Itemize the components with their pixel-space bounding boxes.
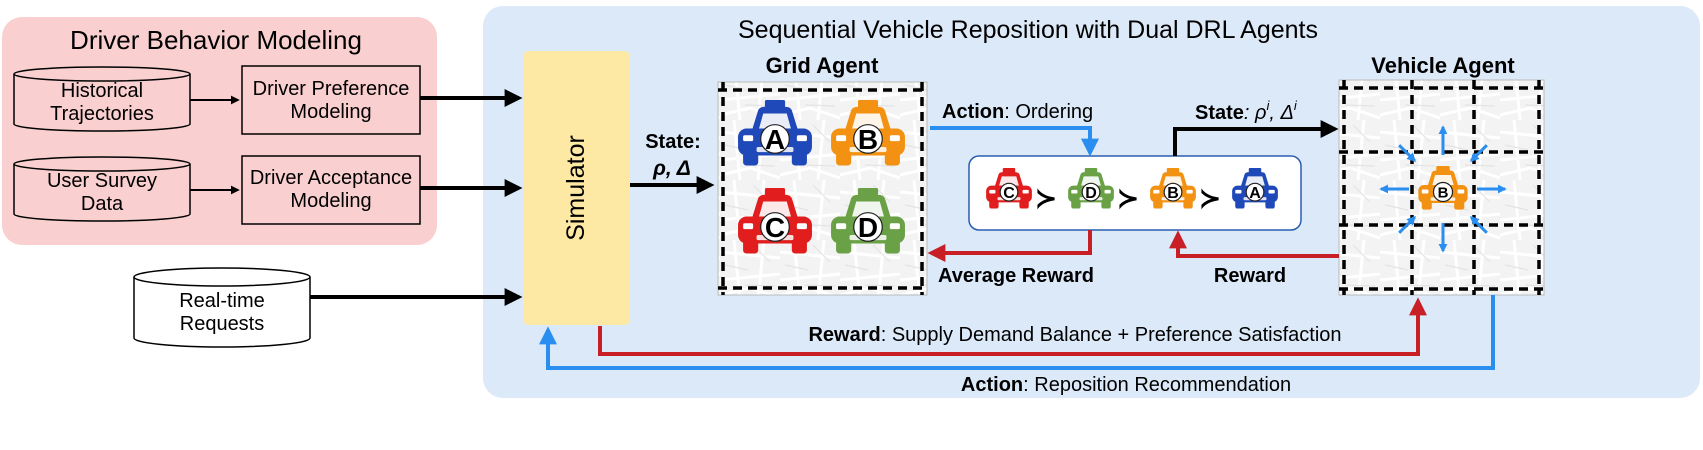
grid-car-b: B [831, 100, 905, 166]
ordering-car-a-letter: A [1249, 185, 1261, 202]
grid-car-a: A [738, 100, 812, 166]
state-left-label: State: [645, 131, 701, 153]
grid-agent-map [717, 81, 928, 296]
arrow-average-reward [927, 230, 1092, 262]
grid-car-a-letter: A [765, 124, 785, 155]
grid-car-b-letter: B [858, 124, 878, 155]
simulator-box [523, 51, 630, 325]
left-panel-title: Driver Behavior Modeling [70, 25, 362, 55]
direction-arrow [1470, 144, 1488, 162]
svg-text:Real-time: Real-time [179, 290, 265, 312]
grid-car-c: C [738, 188, 812, 254]
precedence-symbol: ≻ [1035, 183, 1057, 213]
direction-arrow [1398, 216, 1416, 234]
svg-text:Historical: Historical [61, 80, 143, 102]
svg-text:Modeling: Modeling [290, 190, 371, 212]
historical-trajectories-db: Historical Trajectories [13, 66, 191, 132]
ordering-car-d: D [1068, 168, 1114, 209]
svg-text:Trajectories: Trajectories [50, 103, 154, 125]
precedence-symbol: ≻ [1117, 183, 1139, 213]
driver-acceptance-box: Driver Acceptance Modeling [241, 155, 421, 225]
ordering-sequence: C ≻ D ≻ B ≻ A [986, 168, 1278, 213]
vehicle-direction-arrows [1379, 125, 1507, 253]
svg-text:Driver Preference: Driver Preference [253, 78, 410, 100]
arrow-action-bottom [539, 295, 1495, 370]
vehicle-agent-title: Vehicle Agent [1371, 53, 1515, 78]
arrow-action-ordering [930, 126, 1099, 157]
driver-preference-box: Driver Preference Modeling [241, 65, 421, 135]
user-survey-db: User Survey Data [13, 156, 191, 222]
right-panel-title: Sequential Vehicle Reposition with Dual … [738, 16, 1318, 44]
grid-agent-cars: A B C D [738, 100, 905, 254]
grid-car-c-letter: C [765, 212, 785, 243]
state-left-vars: ρ, Δ [652, 157, 691, 180]
realtime-requests-db: Real-time Requests [133, 267, 311, 348]
ordering-car-b: B [1150, 168, 1196, 209]
svg-text:User Survey: User Survey [47, 170, 157, 192]
arrow-reward-bottom [598, 297, 1427, 356]
arrow-reward [1169, 230, 1339, 258]
reward-label: Reward [1214, 265, 1286, 287]
grid-car-d: D [831, 188, 905, 254]
direction-arrow [1398, 144, 1416, 162]
ordering-car-c: C [986, 168, 1032, 209]
precedence-symbol: ≻ [1199, 183, 1221, 213]
svg-text:Modeling: Modeling [290, 101, 371, 123]
action-bottom-label: Action: Reposition Recommendation [961, 374, 1291, 396]
svg-text:Data: Data [81, 193, 124, 215]
grid-car-d-letter: D [858, 212, 878, 243]
vehicle-car-b: B [1418, 166, 1468, 210]
grid-agent-title: Grid Agent [766, 53, 880, 78]
arrow-state-to-vehicle [1173, 120, 1339, 156]
action-ordering-label: Action: Ordering [942, 101, 1093, 123]
state-right-label: State: ρi, Δi [1195, 98, 1298, 124]
simulator-label: Simulator [562, 135, 590, 241]
direction-arrow [1470, 216, 1488, 234]
svg-text:Requests: Requests [180, 313, 265, 335]
svg-text:Driver Acceptance: Driver Acceptance [250, 167, 412, 189]
average-reward-label: Average Reward [938, 265, 1094, 287]
reward-bottom-label: Reward: Supply Demand Balance + Preferen… [808, 324, 1341, 346]
ordering-car-b-letter: B [1167, 185, 1179, 202]
ordering-car-d-letter: D [1085, 185, 1097, 202]
ordering-car-c-letter: C [1003, 185, 1015, 202]
vehicle-car-b-letter: B [1438, 184, 1449, 201]
vehicle-agent-car: B [1418, 166, 1468, 210]
ordering-car-a: A [1232, 168, 1278, 209]
ordering-box [968, 155, 1302, 231]
